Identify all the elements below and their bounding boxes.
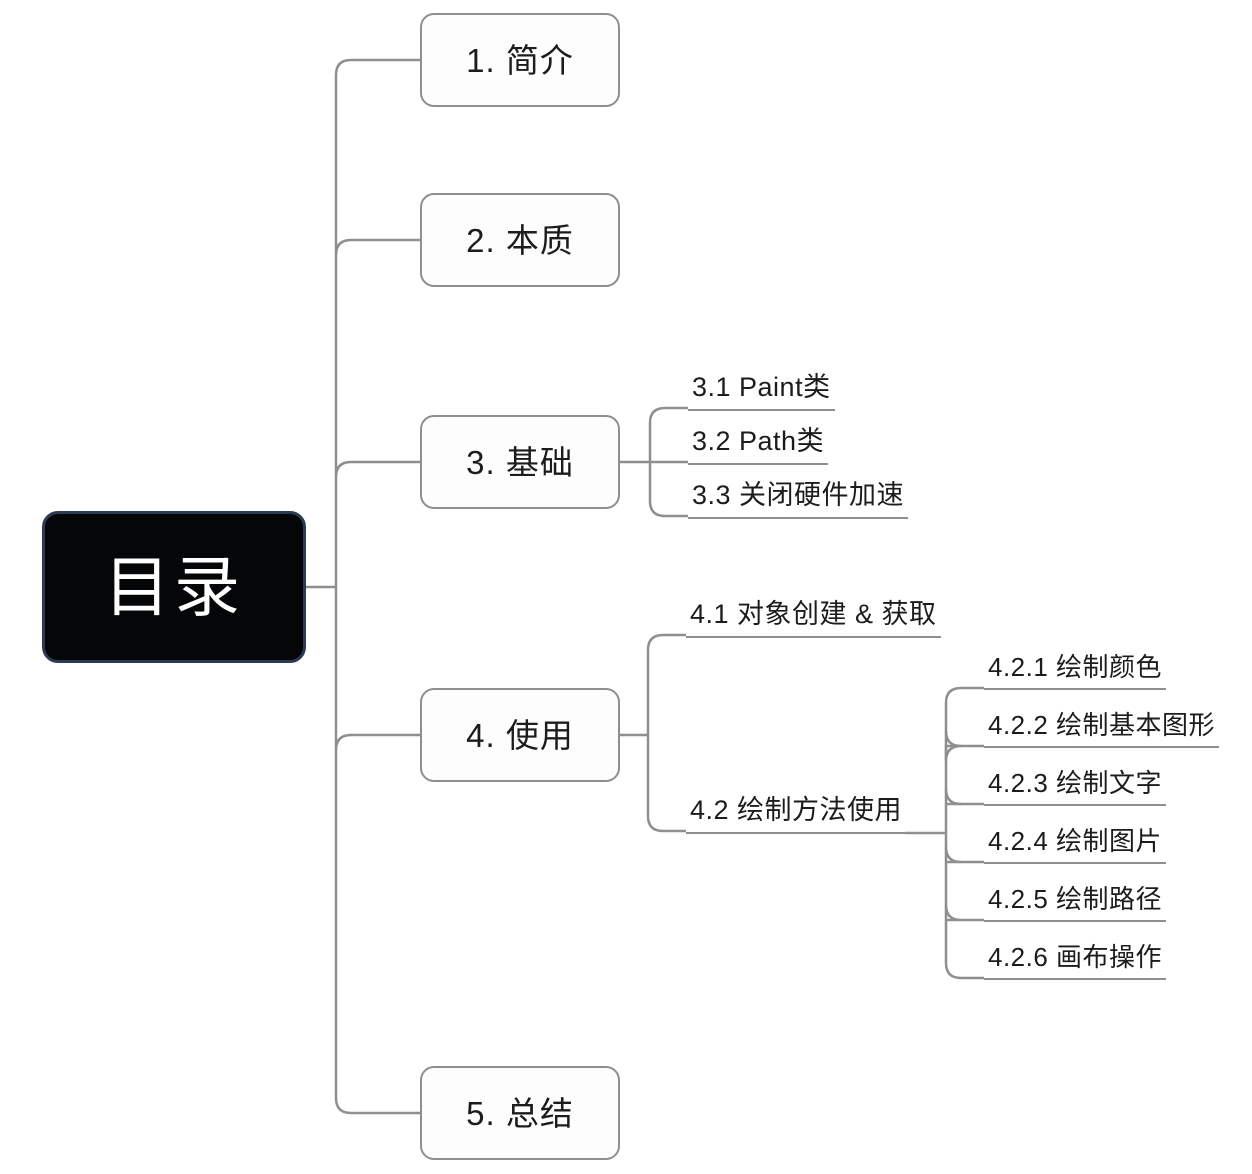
branch-node-1-label: 1. 简介 bbox=[466, 41, 574, 79]
branch-node-1[interactable]: 1. 简介 bbox=[420, 13, 620, 107]
sub-node-3-1[interactable]: 3.1 Paint类 bbox=[688, 372, 835, 411]
sub-node-3-2-label: 3.2 Path类 bbox=[692, 426, 825, 456]
branch-node-5-label: 5. 总结 bbox=[466, 1094, 574, 1132]
leaf-node-4-2-5-label: 4.2.5 绘制路径 bbox=[988, 884, 1163, 914]
connector-to-branch-2 bbox=[334, 238, 420, 256]
branch-node-4-label: 4. 使用 bbox=[466, 716, 574, 754]
sub-node-4-2[interactable]: 4.2 绘制方法使用 bbox=[686, 795, 907, 834]
connector-to-branch-3 bbox=[334, 460, 420, 478]
connector-to-branch-4 bbox=[334, 733, 420, 751]
connector-to-4-2-2 bbox=[944, 744, 984, 762]
connector-to-branch-5 bbox=[334, 1097, 420, 1115]
leaf-node-4-2-6[interactable]: 4.2.6 画布操作 bbox=[984, 942, 1167, 980]
connector-42-shoulder-5 bbox=[944, 904, 962, 922]
sub-node-3-2[interactable]: 3.2 Path类 bbox=[688, 426, 829, 465]
sub-node-3-1-label: 3.1 Paint类 bbox=[692, 372, 831, 402]
connector-42-shoulder-2 bbox=[944, 730, 962, 748]
connector-branch4-subtrunk bbox=[646, 633, 664, 833]
branch-node-2-label: 2. 本质 bbox=[466, 221, 574, 259]
connector-42-shoulder-3 bbox=[944, 788, 962, 806]
sub-node-3-3-label: 3.3 关闭硬件加速 bbox=[692, 480, 905, 510]
leaf-node-4-2-5[interactable]: 4.2.5 绘制路径 bbox=[984, 884, 1167, 922]
connector-42-shoulder-4 bbox=[944, 846, 962, 864]
leaf-node-4-2-2-label: 4.2.2 绘制基本图形 bbox=[988, 710, 1216, 740]
leaf-node-4-2-1-label: 4.2.1 绘制颜色 bbox=[988, 652, 1163, 682]
branch-node-3-label: 3. 基础 bbox=[466, 443, 574, 481]
branch-node-2[interactable]: 2. 本质 bbox=[420, 193, 620, 287]
leaf-node-4-2-2[interactable]: 4.2.2 绘制基本图形 bbox=[984, 710, 1220, 748]
branch-node-5[interactable]: 5. 总结 bbox=[420, 1066, 620, 1160]
leaf-node-4-2-4-label: 4.2.4 绘制图片 bbox=[988, 826, 1163, 856]
branch-node-4[interactable]: 4. 使用 bbox=[420, 688, 620, 782]
leaf-node-4-2-6-label: 4.2.6 画布操作 bbox=[988, 942, 1163, 972]
sub-node-4-2-label: 4.2 绘制方法使用 bbox=[690, 795, 903, 825]
leaf-node-4-2-3-label: 4.2.3 绘制文字 bbox=[988, 768, 1163, 798]
leaf-node-4-2-3[interactable]: 4.2.3 绘制文字 bbox=[984, 768, 1167, 806]
connector-to-branch-1 bbox=[334, 58, 420, 76]
sub-node-3-3[interactable]: 3.3 关闭硬件加速 bbox=[688, 480, 909, 519]
branch-node-3[interactable]: 3. 基础 bbox=[420, 415, 620, 509]
root-node[interactable]: 目录 bbox=[42, 511, 306, 663]
sub-node-4-1[interactable]: 4.1 对象创建 & 获取 bbox=[686, 599, 941, 638]
connector-branch3-subtrunk bbox=[648, 406, 666, 518]
leaf-node-4-2-1[interactable]: 4.2.1 绘制颜色 bbox=[984, 652, 1167, 690]
leaf-node-4-2-4[interactable]: 4.2.4 绘制图片 bbox=[984, 826, 1167, 864]
connector-branch42-subtrunk bbox=[944, 686, 962, 980]
root-node-label: 目录 bbox=[104, 550, 244, 624]
sub-node-4-1-label: 4.1 对象创建 & 获取 bbox=[690, 599, 937, 629]
